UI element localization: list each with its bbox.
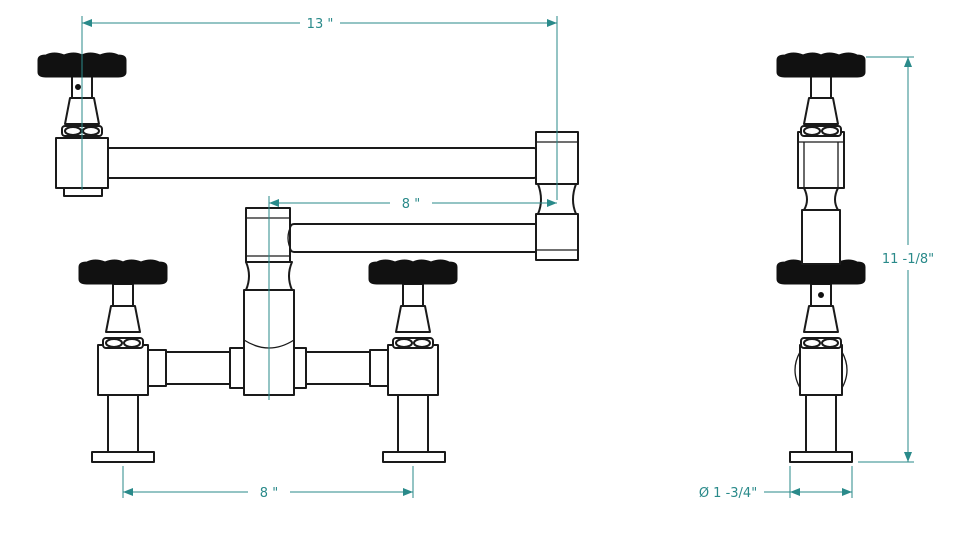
spout-lower-arm [289,223,541,253]
dimension-height: 11 -1/8" [858,56,934,463]
right-shank [397,394,429,453]
dimension-8in-centers: 8 " [122,466,414,501]
dimension-label-height: 11 -1/8" [882,252,934,267]
dimension-13in: 13 " [81,16,558,200]
side-shank [805,394,837,453]
left-base-flange [91,451,155,463]
side-view [776,52,866,463]
spout-upper-arm [99,147,539,179]
right-base-flange [382,451,446,463]
right-valve-body [387,344,439,396]
side-base-flange [789,451,853,463]
dimension-base-diameter: Ø 1 -3/4" [699,466,853,501]
dimension-8in-spout: 8 " [268,196,557,400]
dimension-label-center-spacing: 8 " [260,486,278,501]
dimension-label-spout-reach: 13 " [307,17,334,32]
left-shank [107,394,139,453]
dimension-label-base-diameter: Ø 1 -3/4" [699,486,757,501]
left-valve-body [97,344,149,396]
front-view [37,52,579,463]
dimension-label-folded-reach: 8 " [402,197,420,212]
